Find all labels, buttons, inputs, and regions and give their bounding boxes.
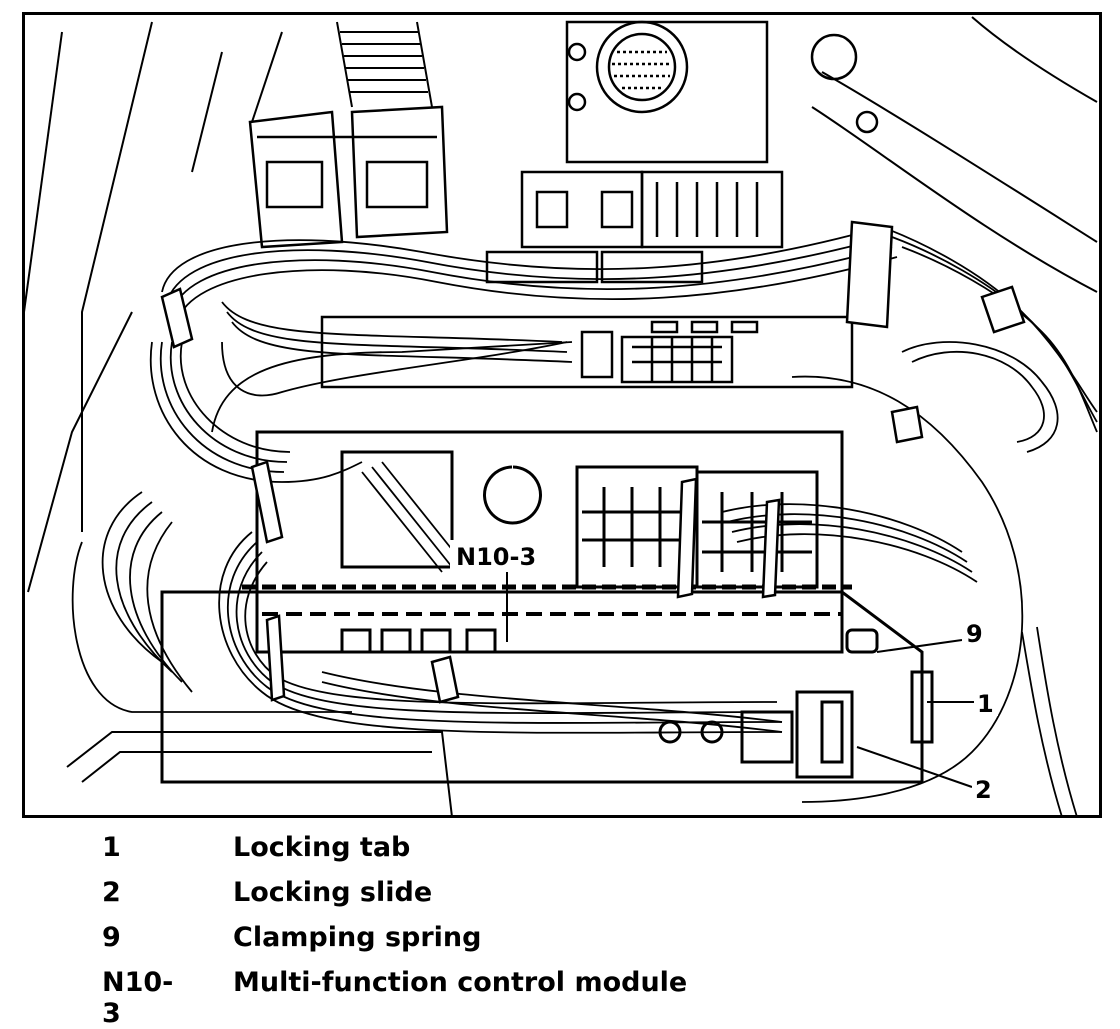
engine-bay-outline [23, 16, 1098, 818]
control-module-n10-3 [160, 430, 934, 784]
legend-key: 2 [102, 877, 121, 908]
figure-frame [22, 12, 1102, 818]
callout-2-bg [972, 774, 998, 802]
round-connector [565, 20, 879, 164]
wiring-harness [71, 226, 1098, 818]
corrugated-hose [336, 21, 433, 108]
legend-description: Locking tab [233, 832, 411, 863]
callout-n10-3: N10-3 [456, 543, 536, 571]
cable-ties [160, 220, 1026, 704]
technical-illustration: N10-3 9 1 2 [22, 12, 1102, 818]
leader-lines [506, 572, 977, 788]
relay-block [485, 170, 784, 284]
callout-1-bg [974, 688, 998, 716]
legend-key: 1 [102, 832, 121, 863]
legend-key: N10-3 [102, 967, 174, 1029]
callout-n10-3-bg [450, 540, 550, 570]
legend-description: Locking slide [233, 877, 433, 908]
legend-key: 9 [102, 922, 121, 953]
diagram-canvas: N10-3 9 1 2 [22, 12, 1102, 818]
callout-2: 2 [975, 776, 992, 804]
callout-9-bg [962, 618, 988, 646]
callout-1: 1 [977, 690, 994, 718]
callout-9: 9 [966, 620, 983, 648]
legend-description: Clamping spring [233, 922, 482, 953]
legend-description: Multi-function control module [233, 967, 688, 998]
